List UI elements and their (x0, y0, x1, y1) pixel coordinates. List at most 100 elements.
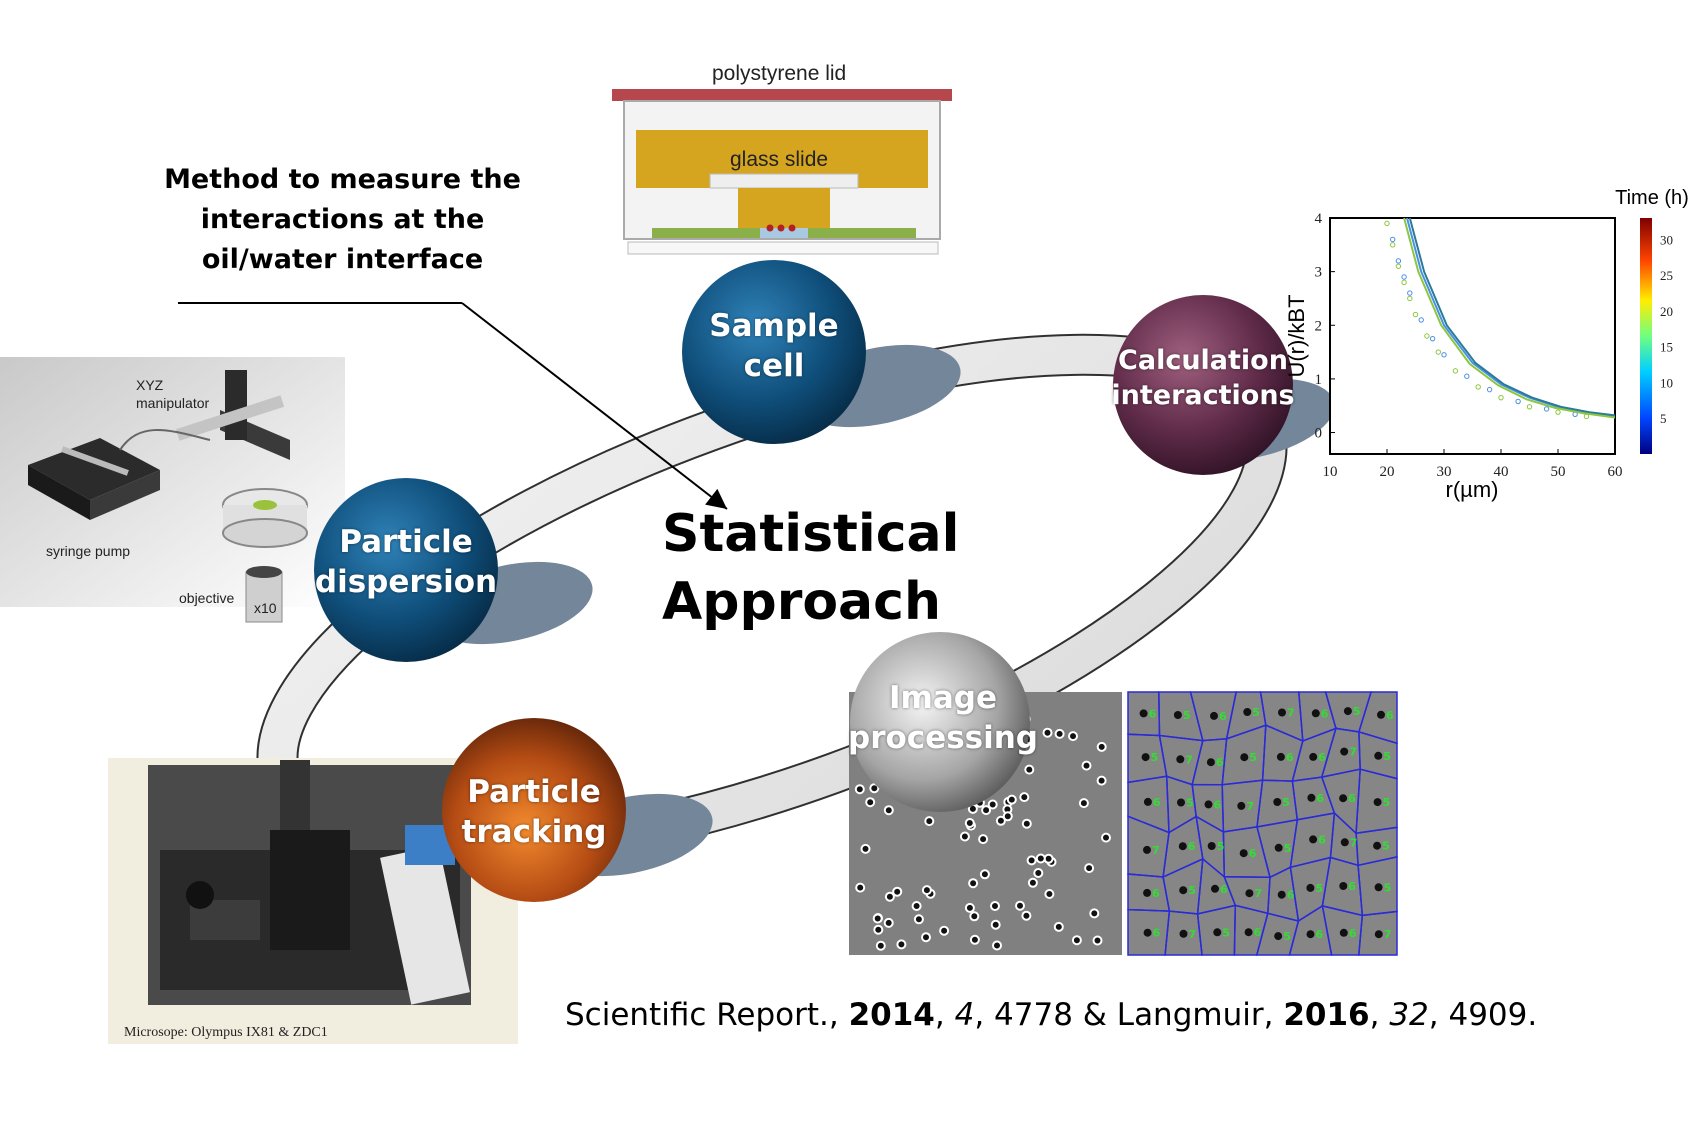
particle-dot (869, 783, 880, 794)
particle-dot (865, 797, 876, 808)
voronoi-count-label: 5 (1384, 881, 1392, 894)
particle-tracking-label: Particle tracking (444, 772, 624, 853)
particle-dot (883, 805, 894, 816)
particle-dot (1021, 818, 1032, 829)
voronoi-particle (1143, 797, 1152, 806)
objective-label: objective (179, 590, 235, 606)
voronoi-particle (1237, 801, 1246, 810)
voronoi-count-label: 5 (1382, 840, 1390, 853)
chart-scatter-point (1395, 263, 1402, 269)
chart-scatter-point (1475, 384, 1481, 390)
voronoi-particle (1176, 755, 1185, 764)
calculation-interactions-label-line-1: Calculation (1118, 345, 1288, 376)
particle-dot (913, 914, 924, 925)
particle-dot (1096, 775, 1107, 786)
voronoi-particle (1213, 928, 1222, 937)
voronoi-count-label: 5 (1284, 842, 1292, 855)
voronoi-count-label: 6 (1348, 792, 1356, 805)
voronoi-count-label: 6 (1287, 889, 1295, 902)
voronoi-particle (1373, 798, 1382, 807)
particle-dot (995, 815, 1006, 826)
chart-scatter-point (1526, 404, 1533, 410)
chart-scatter-point (1543, 406, 1550, 412)
voronoi-particle (1143, 845, 1151, 854)
spheres (314, 260, 1293, 902)
voronoi-count-label: 7 (1246, 800, 1254, 813)
voronoi-count-label: 5 (1383, 796, 1391, 809)
voronoi-count-label: 6 (1349, 927, 1357, 940)
particle-dot (875, 940, 886, 951)
particle-dot (1024, 764, 1035, 775)
voronoi-particle (1206, 758, 1215, 767)
voronoi-particle (1273, 798, 1282, 806)
chart-colorbar-tick-label: 15 (1660, 340, 1673, 355)
voronoi-cell (1357, 910, 1398, 956)
particle-dot (1019, 792, 1030, 803)
image-processing-label-line-2: processing (848, 720, 1038, 757)
particle-dot (860, 843, 871, 854)
voronoi-count-label: 7 (1254, 887, 1262, 900)
chart-colorbar (1640, 218, 1652, 454)
particle-dot (968, 878, 979, 889)
chart-scatter-point (1498, 394, 1504, 401)
citation-year-2: 2016 (1283, 997, 1370, 1033)
chart-y-tick-label: 4 (1315, 211, 1323, 227)
syringe-pump-label: syringe pump (46, 543, 131, 559)
voronoi-count-label: 6 (1152, 887, 1160, 900)
particle-dot (939, 925, 950, 936)
voronoi-particle (1274, 932, 1283, 941)
particle-dot (1006, 794, 1017, 805)
particle-dot (1084, 863, 1095, 874)
voronoi-particle (1309, 835, 1318, 844)
chart-series-line (1403, 218, 1615, 419)
particle-dot (969, 911, 980, 922)
voronoi-count-label: 5 (1183, 709, 1191, 722)
voronoi-count-label: 7 (1350, 836, 1358, 849)
particle-dot (883, 917, 894, 928)
voronoi-particle (1373, 841, 1382, 850)
voronoi-count-label: 5 (1315, 882, 1323, 895)
calculation-interactions-label: Calculation interactions (1108, 343, 1298, 413)
voronoi-count-label: 7 (1189, 928, 1197, 941)
voronoi-count-label: 7 (1287, 707, 1295, 720)
voronoi-count-label: 5 (1249, 751, 1257, 764)
particle-dot (896, 939, 907, 950)
image-processing-label-line-1: Image (889, 680, 997, 716)
microscope-photo (108, 758, 518, 1044)
voronoi-count-label: 6 (1254, 926, 1262, 939)
chart-scatter-point (1424, 333, 1430, 339)
method-line-3: oil/water interface (201, 244, 484, 275)
chart-scatter-point (1441, 352, 1447, 358)
voronoi-particle (1374, 883, 1383, 892)
sample-cell-label-line-1: Sample (709, 308, 839, 344)
magnification-label: x10 (254, 600, 277, 616)
particle-dot (1027, 877, 1038, 888)
voronoi-count-label: 5 (1383, 750, 1391, 763)
chart-scatter-point (1384, 220, 1390, 227)
particle-tracking-sphere (442, 718, 626, 902)
voronoi-count-label: 7 (1152, 844, 1160, 857)
voronoi-particle (1177, 798, 1185, 807)
particle-dot (992, 940, 1002, 951)
voronoi-particle (1309, 752, 1318, 761)
voronoi-particle (1143, 888, 1152, 897)
particle-dot (1092, 935, 1103, 946)
chart-x-tick-label: 10 (1323, 464, 1338, 480)
manipulator-label-line-1: XYZ (136, 377, 164, 393)
chart-y-tick-label: 3 (1315, 265, 1323, 281)
voronoi-particle (1274, 843, 1283, 852)
chart-colorbar-tick-label: 20 (1660, 304, 1673, 319)
method-line-1: Method to measure the (164, 164, 521, 195)
particle-dot (854, 784, 865, 795)
voronoi-particle (1340, 747, 1349, 756)
chart-x-tick-label: 50 (1551, 464, 1566, 480)
voronoi-particle (1340, 838, 1349, 847)
method-description: Method to measure the interactions at th… (150, 160, 535, 280)
sample-cell-sphere (682, 260, 866, 444)
citation: Scientific Report., 2014, 4, 4778 & Lang… (565, 997, 1537, 1033)
chart-scatter-point (1412, 311, 1419, 318)
voronoi-particle (1240, 753, 1249, 762)
citation-pages-1: , 4778 & Langmuir, (974, 997, 1284, 1033)
voronoi-particle (1179, 886, 1188, 895)
